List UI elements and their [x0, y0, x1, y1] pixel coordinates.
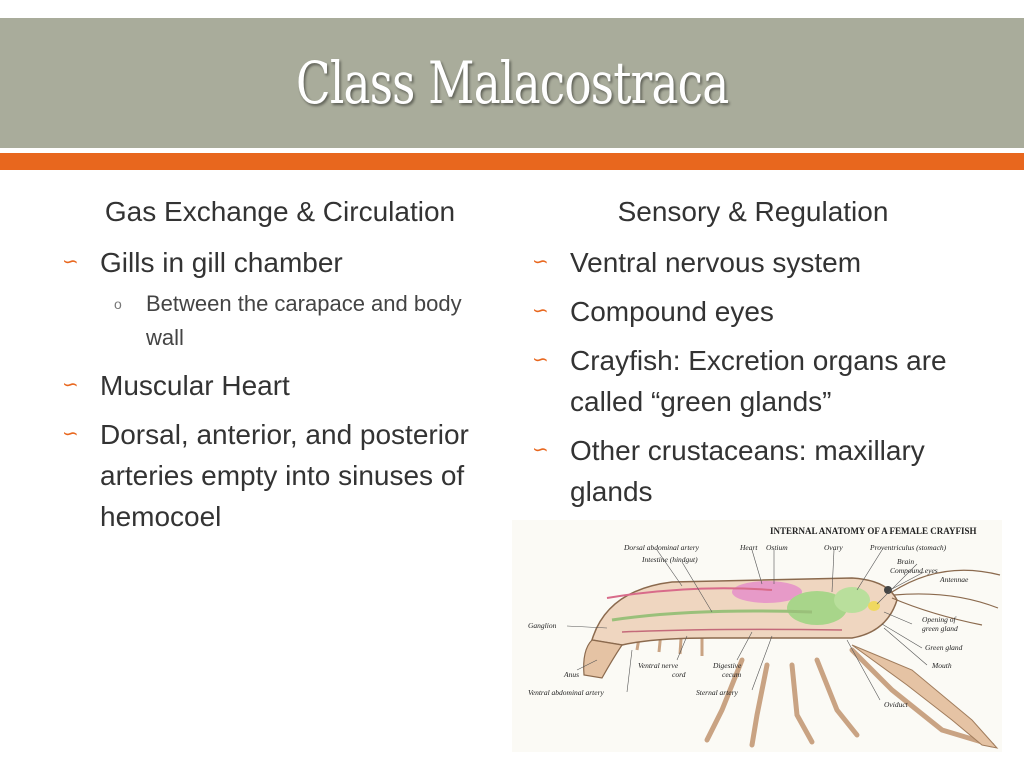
label-digestive-cecum-2: cecum [722, 670, 742, 679]
bullet-text: Compound eyes [570, 296, 774, 327]
slide-title: Class Malacostraca [295, 49, 729, 117]
label-antennae: Antennae [939, 575, 969, 584]
bullet-text: Other crustaceans: maxillary glands [570, 435, 925, 507]
label-mouth: Mouth [931, 661, 952, 670]
bullet-swirl-icon: ∽ [62, 374, 79, 396]
circle-bullet-icon: o [114, 296, 122, 312]
bullet-swirl-icon: ∽ [532, 349, 549, 371]
dorsal-artery [606, 587, 773, 599]
label-ostium: Ostium [766, 543, 788, 552]
eye [884, 586, 892, 594]
sub-bullet-item: o Between the carapace and body wall [58, 287, 498, 355]
label-ovary: Ovary [824, 543, 843, 552]
brain-organ [868, 601, 880, 611]
label-dorsal-abdominal-artery: Dorsal abdominal artery [623, 543, 700, 552]
label-compound-eyes: Compound eyes [890, 566, 938, 575]
label-green-gland: Green gland [925, 643, 963, 652]
bullet-text: Gills in gill chamber [100, 247, 343, 278]
label-digestive-cecum-1: Digestive [712, 661, 742, 670]
right-column: Sensory & Regulation ∽ Ventral nervous s… [528, 196, 978, 520]
intestine-tract [611, 609, 813, 622]
bullet-swirl-icon: ∽ [532, 300, 549, 322]
bullet-item: ∽ Compound eyes [528, 291, 978, 332]
label-anus: Anus [563, 670, 579, 679]
stomach-organ [834, 587, 870, 613]
legs [704, 647, 995, 748]
divider-orange [0, 153, 1024, 170]
label-ganglion: Ganglion [528, 621, 557, 630]
label-ventral-nerve-cord-1: Ventral nerve [638, 661, 679, 670]
label-brain: Brain [897, 557, 914, 566]
bullet-swirl-icon: ∽ [532, 439, 549, 461]
bullet-swirl-icon: ∽ [62, 251, 79, 273]
label-sternal-artery: Sternal artery [696, 688, 739, 697]
digestive-cecum-organ [787, 591, 847, 625]
left-heading: Gas Exchange & Circulation [104, 196, 456, 227]
label-ventral-abdominal-artery: Ventral abdominal artery [528, 688, 604, 697]
bullet-swirl-icon: ∽ [532, 251, 549, 273]
leader-lines [566, 549, 928, 701]
heart-organ [732, 581, 802, 603]
bullet-item: ∽ Gills in gill chamber [58, 242, 498, 283]
label-oviduct: Oviduct [884, 700, 909, 709]
label-opening-green-gland-1: Opening of [922, 615, 956, 624]
label-proventriculus: Proventriculus (stomach) [869, 543, 947, 552]
sub-bullet-text: Between the carapace and body wall [146, 291, 462, 350]
label-ventral-nerve-cord-2: cord [672, 670, 686, 679]
ventral-nerve [621, 628, 843, 633]
diagram-title: INTERNAL ANATOMY OF A FEMALE CRAYFISH [770, 526, 976, 536]
claw [851, 644, 999, 749]
title-bar: Class Malacostraca [0, 18, 1024, 148]
bullet-swirl-icon: ∽ [62, 423, 79, 445]
bullet-item: ∽ Crayfish: Excretion organs are called … [528, 340, 978, 422]
bullet-text: Muscular Heart [100, 370, 290, 401]
label-opening-green-gland-2: green gland [922, 624, 958, 633]
right-heading: Sensory & Regulation [617, 196, 889, 227]
bullet-text: Dorsal, anterior, and posterior arteries… [100, 419, 469, 532]
crayfish-anatomy-diagram: INTERNAL ANATOMY OF A FEMALE CRAYFISH [512, 520, 1002, 752]
bullet-item: ∽ Muscular Heart [58, 365, 498, 406]
bullet-text: Crayfish: Excretion organs are called “g… [570, 345, 947, 417]
label-intestine: Intestine (hindgut) [641, 555, 698, 564]
bullet-text: Ventral nervous system [570, 247, 862, 278]
tail-fan [583, 639, 624, 679]
antennae [891, 569, 1001, 626]
bullet-item: ∽ Ventral nervous system [528, 242, 978, 283]
label-heart: Heart [739, 543, 758, 552]
bullet-item: ∽ Other crustaceans: maxillary glands [528, 430, 978, 512]
divider-white [0, 148, 1024, 153]
bullet-item: ∽ Dorsal, anterior, and posterior arteri… [58, 414, 498, 537]
left-column: Gas Exchange & Circulation ∽ Gills in gi… [58, 196, 498, 545]
